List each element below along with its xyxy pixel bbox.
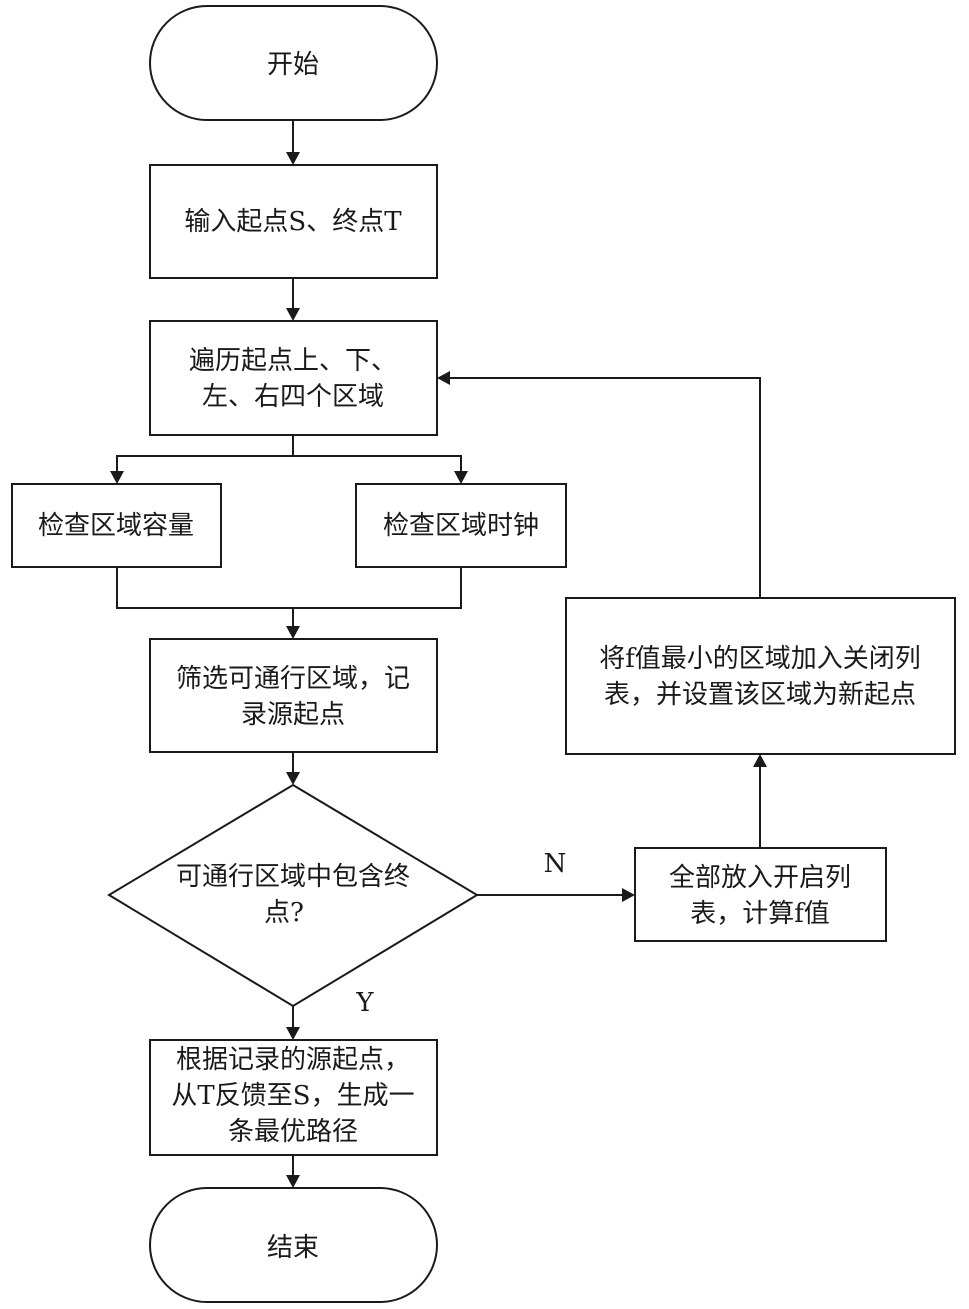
arrow-loop-back — [450, 377, 761, 598]
end-label: 结束 — [267, 1233, 319, 1263]
input-node: 输入起点S、终点T — [149, 164, 438, 279]
decision-label-line1: 可通行区域中包含终 — [176, 862, 410, 892]
close-list-label-line2: 表，并设置该区域为新起点 — [604, 680, 916, 710]
close-list-label-line1: 将f值最小的区域加入关闭列 — [599, 644, 921, 674]
backtrack-node: 根据记录的源起点， 从T反馈至S，生成一 条最优路径 — [149, 1039, 438, 1156]
check-capacity-label: 检查区域容量 — [38, 511, 194, 541]
start-node: 开始 — [149, 5, 438, 121]
end-node: 结束 — [149, 1187, 438, 1303]
start-terminator — [149, 5, 438, 121]
merge-checks — [116, 567, 462, 609]
arrowhead — [286, 1027, 300, 1040]
edge-label-yes: Y — [355, 988, 374, 1018]
arrowhead — [454, 471, 468, 484]
arrowhead — [110, 471, 124, 484]
filter-label-line1: 筛选可通行区域，记 — [176, 664, 410, 694]
backtrack-label-line1: 根据记录的源起点， — [176, 1045, 410, 1075]
traverse-box — [149, 320, 438, 436]
check-clock-box — [355, 483, 567, 568]
decision-diamond — [107, 783, 479, 1008]
connectors — [110, 120, 767, 1188]
backtrack-label-line3: 条最优路径 — [228, 1117, 358, 1147]
check-clock-node: 检查区域时钟 — [355, 483, 567, 568]
arrow-traverse-to-clock — [293, 455, 462, 472]
open-list-label-line2: 表，计算f值 — [690, 899, 830, 929]
decision-node: 可通行区域中包含终 点? — [107, 783, 479, 1008]
open-list-box — [634, 847, 887, 942]
arrowhead — [753, 754, 767, 767]
backtrack-label-line2: 从T反馈至S，生成一 — [171, 1081, 414, 1111]
arrowhead — [286, 772, 300, 785]
arrowhead — [286, 308, 300, 321]
check-capacity-box — [11, 483, 222, 568]
decision-label-line2: 点? — [264, 898, 304, 928]
close-list-node: 将f值最小的区域加入关闭列 表，并设置该区域为新起点 — [565, 597, 956, 755]
arrowhead — [286, 1175, 300, 1188]
edge-label-no: N — [544, 849, 567, 879]
open-list-node: 全部放入开启列 表，计算f值 — [634, 847, 887, 942]
input-label: 输入起点S、终点T — [184, 207, 402, 237]
check-clock-label: 检查区域时钟 — [383, 511, 539, 541]
arrowhead — [437, 371, 450, 385]
traverse-node: 遍历起点上、下、 左、右四个区域 — [149, 320, 438, 436]
filter-box — [149, 638, 438, 753]
backtrack-box — [149, 1039, 438, 1156]
traverse-label-line2: 左、右四个区域 — [202, 382, 384, 412]
filter-label-line2: 录源起点 — [241, 700, 345, 730]
input-box — [149, 164, 438, 279]
arrowhead — [286, 626, 300, 639]
traverse-label-line1: 遍历起点上、下、 — [189, 346, 397, 376]
open-list-label-line1: 全部放入开启列 — [669, 863, 851, 893]
filter-node: 筛选可通行区域，记 录源起点 — [149, 638, 438, 753]
close-list-box — [565, 597, 956, 755]
start-label: 开始 — [267, 50, 319, 80]
arrowhead — [286, 152, 300, 165]
check-capacity-node: 检查区域容量 — [11, 483, 222, 568]
end-terminator — [149, 1187, 438, 1303]
arrowhead — [622, 888, 635, 902]
arrow-traverse-to-capacity — [116, 435, 294, 472]
